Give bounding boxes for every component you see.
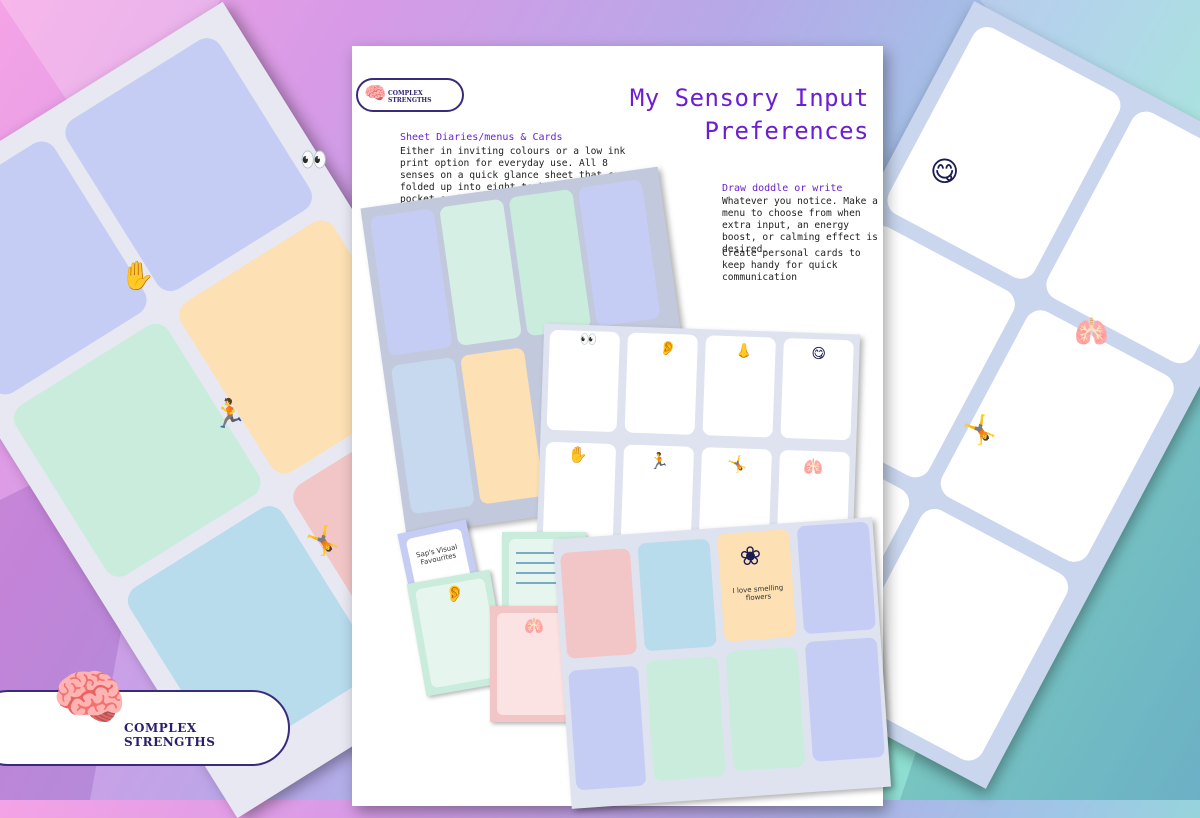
writing-line — [516, 572, 572, 574]
movement-icon: 🏃 — [649, 451, 670, 472]
touch-icon: ✋ — [120, 259, 155, 292]
peach-card — [460, 347, 545, 505]
main-sheet: 🧠 COMPLEX STRENGTHS My Sensory Input Pre… — [352, 46, 892, 809]
small-logo-text: COMPLEX STRENGTHS — [388, 90, 432, 104]
interoception-icon: 🫁 — [524, 616, 544, 635]
mint-card — [725, 646, 806, 772]
flower-icon: ❀ — [738, 541, 763, 573]
blue-card — [390, 356, 475, 515]
pink-card-inner — [497, 613, 569, 715]
blue-card — [637, 538, 717, 652]
doodle-body-2: Create personal cards to keep handy for … — [722, 248, 861, 283]
brain-icon: 🧠 — [52, 663, 127, 733]
favourites-label: Sap's Visual Favourites — [415, 542, 459, 567]
ear-icon: 👂 — [659, 340, 678, 358]
writing-line — [516, 582, 572, 584]
writing-line — [516, 562, 572, 564]
movement-icon: 🏃 — [212, 397, 247, 430]
pink-card — [559, 548, 638, 659]
lavender-card — [804, 637, 885, 762]
title-line-2: Preferences — [704, 117, 869, 145]
mint-card — [645, 656, 726, 782]
eyes-icon: 👀 — [300, 148, 328, 173]
colour-card-grid: ❀ I love smelling flowers — [552, 517, 892, 809]
writing-line — [516, 552, 572, 554]
mouth-icon: 😋 — [811, 345, 827, 363]
eyes-icon: 👀 — [579, 331, 598, 349]
lavender-card — [369, 208, 453, 356]
balance-icon: 🤸 — [727, 454, 748, 474]
mint-card — [439, 198, 522, 347]
lavender-card — [577, 179, 661, 327]
brand-badge: 🧠 COMPLEX STRENGTHS — [0, 663, 290, 766]
nose-icon: 👃 — [735, 343, 754, 360]
interoception-icon: 🫁 — [1074, 315, 1109, 348]
balance-icon: 🤸 — [962, 413, 997, 446]
mouth-icon: 😋 — [930, 155, 960, 188]
interoception-icon: 🫁 — [803, 456, 824, 477]
touch-icon: ✋ — [567, 444, 588, 465]
lavender-card — [796, 521, 877, 635]
small-logo: 🧠 COMPLEX STRENGTHS — [356, 78, 464, 112]
doodle-heading: Draw doddle or write — [722, 183, 843, 194]
lavender-card — [568, 665, 647, 791]
brain-icon: 🧠 — [364, 83, 387, 104]
mint-card — [508, 188, 592, 337]
title-line-1: My Sensory Input — [629, 84, 869, 112]
page-title: My Sensory Input Preferences — [630, 82, 869, 148]
doodle-body: Whatever you notice. Make a menu to choo… — [722, 196, 878, 255]
ear-icon: 👂 — [443, 582, 467, 605]
balance-icon: 🤸 — [305, 524, 340, 557]
brand-name: COMPLEX STRENGTHS — [124, 721, 216, 749]
intro-heading: Sheet Diaries/menus & Cards — [400, 132, 563, 143]
